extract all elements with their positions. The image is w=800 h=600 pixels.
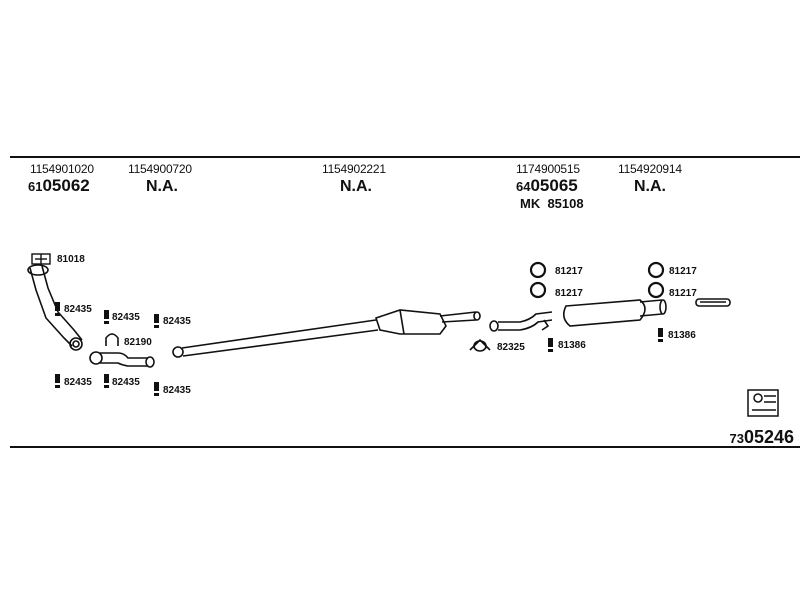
diagram-code-main: 05246	[743, 427, 794, 447]
label-ubolt: 82190	[124, 337, 152, 348]
diagram-code: 7305246	[729, 425, 794, 451]
label-clamp-3: 82435	[163, 316, 191, 327]
part-number-3: 1154902221	[322, 162, 386, 176]
rear-pipe-drawing	[489, 311, 553, 332]
status-2: N.A.	[146, 178, 178, 195]
center-muffler-drawing	[374, 309, 481, 335]
bracket-drawing	[469, 338, 491, 352]
ref-prefix-4: 64	[516, 179, 531, 194]
label-ring-4: 81217	[669, 288, 697, 299]
label-ring-1: 81217	[555, 266, 583, 277]
rear-muffler-drawing	[562, 299, 667, 327]
ref-number-4: 6405065	[516, 175, 578, 198]
ubolt-drawing	[105, 333, 119, 346]
part-number-5: 1154920914	[618, 162, 682, 176]
label-bracket: 82325	[497, 342, 525, 353]
center-pipe-drawing	[172, 319, 379, 358]
clamp-icons	[55, 302, 663, 396]
ref-main-4: 05065	[530, 176, 578, 195]
tail-pipe-drawing	[695, 298, 731, 307]
label-gasket: 81018	[57, 254, 85, 265]
label-clamp-6: 82435	[163, 385, 191, 396]
label-clamp-2: 82435	[112, 312, 140, 323]
label-ring-3: 81217	[669, 266, 697, 277]
kit-number: MK 85108	[520, 196, 584, 211]
diagram-code-prefix: 73	[729, 431, 744, 446]
part-number-2: 1154900720	[128, 162, 192, 176]
bottom-rule	[10, 446, 800, 448]
label-clamp-4: 82435	[64, 377, 92, 388]
top-rule	[10, 156, 800, 158]
gasket-icon	[31, 253, 51, 265]
label-rubber-2: 81386	[668, 330, 696, 341]
label-clamp-5: 82435	[112, 377, 140, 388]
ref-main-1: 05062	[42, 176, 90, 195]
ref-number-1: 6105062	[28, 175, 90, 198]
catalogue-icon	[747, 389, 779, 417]
part-number-1: 1154901020	[30, 162, 94, 176]
front-pipe-drawing	[27, 264, 83, 351]
ref-prefix-1: 61	[28, 179, 43, 194]
label-rubber-1: 81386	[558, 340, 586, 351]
label-ring-2: 81217	[555, 288, 583, 299]
status-3: N.A.	[340, 178, 372, 195]
part-number-4: 1174900515	[516, 162, 580, 176]
ring-icons	[529, 261, 665, 299]
label-clamp-1: 82435	[64, 304, 92, 315]
status-5: N.A.	[634, 178, 666, 195]
intermediate-pipe-drawing	[89, 351, 155, 368]
